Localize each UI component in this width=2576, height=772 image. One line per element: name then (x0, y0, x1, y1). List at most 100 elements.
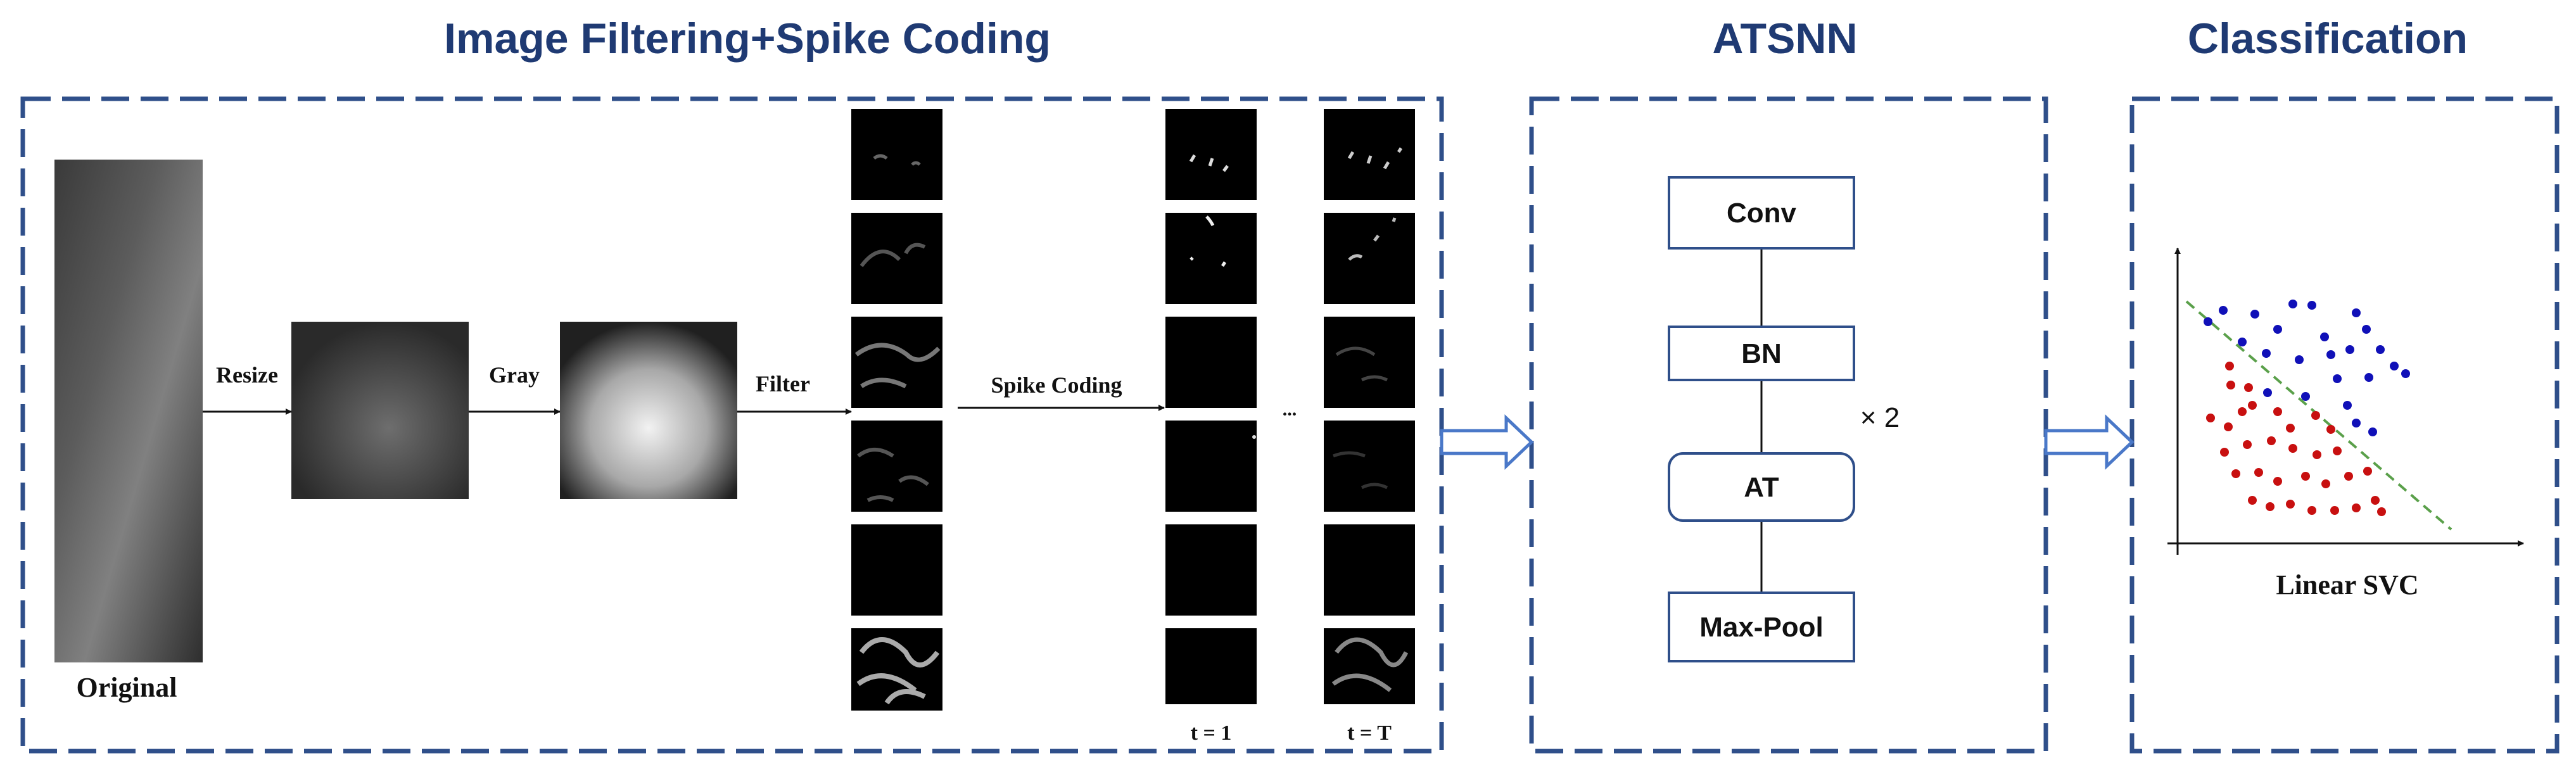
scatter-point (2243, 440, 2252, 449)
spike-frame (1324, 628, 1415, 704)
filtered-image (851, 524, 942, 616)
scatter-point (2219, 306, 2228, 315)
class-b-points (2206, 362, 2386, 516)
scatter-point (2343, 401, 2352, 410)
title-classification: Classification (2188, 15, 2468, 63)
scatter-point (2321, 479, 2330, 488)
layer-box (1668, 452, 1855, 522)
scatter-point (2295, 355, 2304, 364)
scatter-point (2301, 472, 2310, 481)
scatter-point (2273, 325, 2282, 334)
filtered-image (851, 421, 942, 512)
layer-bn: BN (1668, 326, 1855, 381)
spike-frames-t1 (1165, 109, 1257, 704)
label-spike-coding: Spike Coding (991, 372, 1122, 398)
scatter-point (2371, 496, 2380, 505)
spike-frame (1324, 421, 1415, 512)
layer-box (1668, 592, 1855, 662)
scatter-point (2376, 345, 2385, 354)
scatter-point (2225, 362, 2234, 370)
scatter-point (2330, 506, 2339, 515)
scatter-point (2326, 425, 2335, 434)
label-original: Original (77, 672, 177, 703)
spike-frames-tT (1324, 109, 1415, 704)
scatter-point (2263, 388, 2272, 397)
scatter-point (2244, 383, 2253, 392)
original-image (54, 160, 203, 662)
title-atsnn: ATSNN (1712, 15, 1857, 63)
scatter-point (2401, 369, 2410, 378)
label-tT: t = T (1347, 721, 1392, 745)
atsnn-frame (1529, 96, 2048, 754)
layer-label: AT (1744, 472, 1779, 503)
filtered-image (851, 317, 942, 408)
filtering-frame (20, 96, 1444, 754)
layer-label: BN (1741, 338, 1782, 369)
scatter-point (2352, 419, 2361, 427)
class-a-points (2204, 300, 2410, 436)
scatter-point (2390, 362, 2399, 370)
scatter-point (2345, 345, 2354, 354)
layer-box (1668, 326, 1855, 381)
layer-box (1668, 176, 1855, 250)
scatter-point (2273, 407, 2282, 416)
layer-label: Max-Pool (1699, 612, 1824, 643)
scatter-point (2311, 411, 2320, 420)
spike-frame (1324, 109, 1415, 200)
spike-frame (1324, 524, 1415, 616)
scatter-point (2266, 502, 2275, 511)
scatter-point (2250, 310, 2259, 319)
scatter-point (2288, 300, 2297, 308)
label-gray: Gray (489, 362, 540, 388)
label-ellipsis: ... (1283, 399, 1297, 420)
scatter-point (2344, 472, 2353, 481)
scatter-point (2220, 448, 2229, 457)
label-filter: Filter (756, 371, 810, 396)
scatter-point (2273, 477, 2282, 486)
scatter-point (2363, 467, 2372, 476)
flow-arrow-to-atsnn (1440, 414, 1534, 470)
spike-frame (1165, 421, 1257, 512)
scatter-point (2320, 332, 2329, 341)
scatter-point (2288, 444, 2297, 453)
filtered-image (851, 109, 942, 200)
scatter-point (2333, 374, 2342, 383)
scatter-point (2368, 427, 2377, 436)
scatter-point (2307, 506, 2316, 515)
spike-frame (1324, 213, 1415, 304)
spike-frame (1165, 213, 1257, 304)
flow-arrow-to-classification (2044, 414, 2135, 470)
gray-image (560, 322, 737, 499)
scatter-point (2231, 469, 2240, 478)
title-filtering: Image Filtering+Spike Coding (444, 15, 1051, 63)
filtered-image (851, 628, 942, 711)
resized-image (291, 322, 469, 499)
classification-frame (2129, 96, 2560, 754)
scatter-point (2313, 450, 2321, 459)
scatter-point (2286, 424, 2295, 433)
spike-frame (1165, 628, 1257, 704)
label-resize: Resize (216, 362, 278, 388)
label-t1: t = 1 (1191, 721, 1232, 745)
layer-conv: Conv (1668, 176, 1855, 250)
scatter-point (2254, 468, 2263, 477)
layer-maxpool: Max-Pool (1668, 592, 1855, 662)
layer-label: Conv (1727, 198, 1797, 229)
scatter-point (2226, 381, 2235, 389)
scatter-point (2362, 325, 2371, 334)
spike-frame (1165, 524, 1257, 616)
scatter-point (2267, 436, 2276, 445)
scatter-point (2224, 422, 2233, 431)
scatter-point (2238, 407, 2247, 416)
spike-frame (1324, 317, 1415, 408)
scatter-point (2262, 349, 2271, 358)
scatter-point (2364, 373, 2373, 382)
scatter-point (2204, 317, 2212, 326)
spike-frame (1165, 109, 1257, 200)
scatter-point (2238, 338, 2247, 346)
label-linear-svc: Linear SVC (2276, 569, 2418, 600)
scatter-point (2301, 392, 2310, 401)
label-repeat: × 2 (1860, 402, 1900, 433)
scatter-point (2333, 446, 2342, 455)
scatter-point (2326, 350, 2335, 359)
